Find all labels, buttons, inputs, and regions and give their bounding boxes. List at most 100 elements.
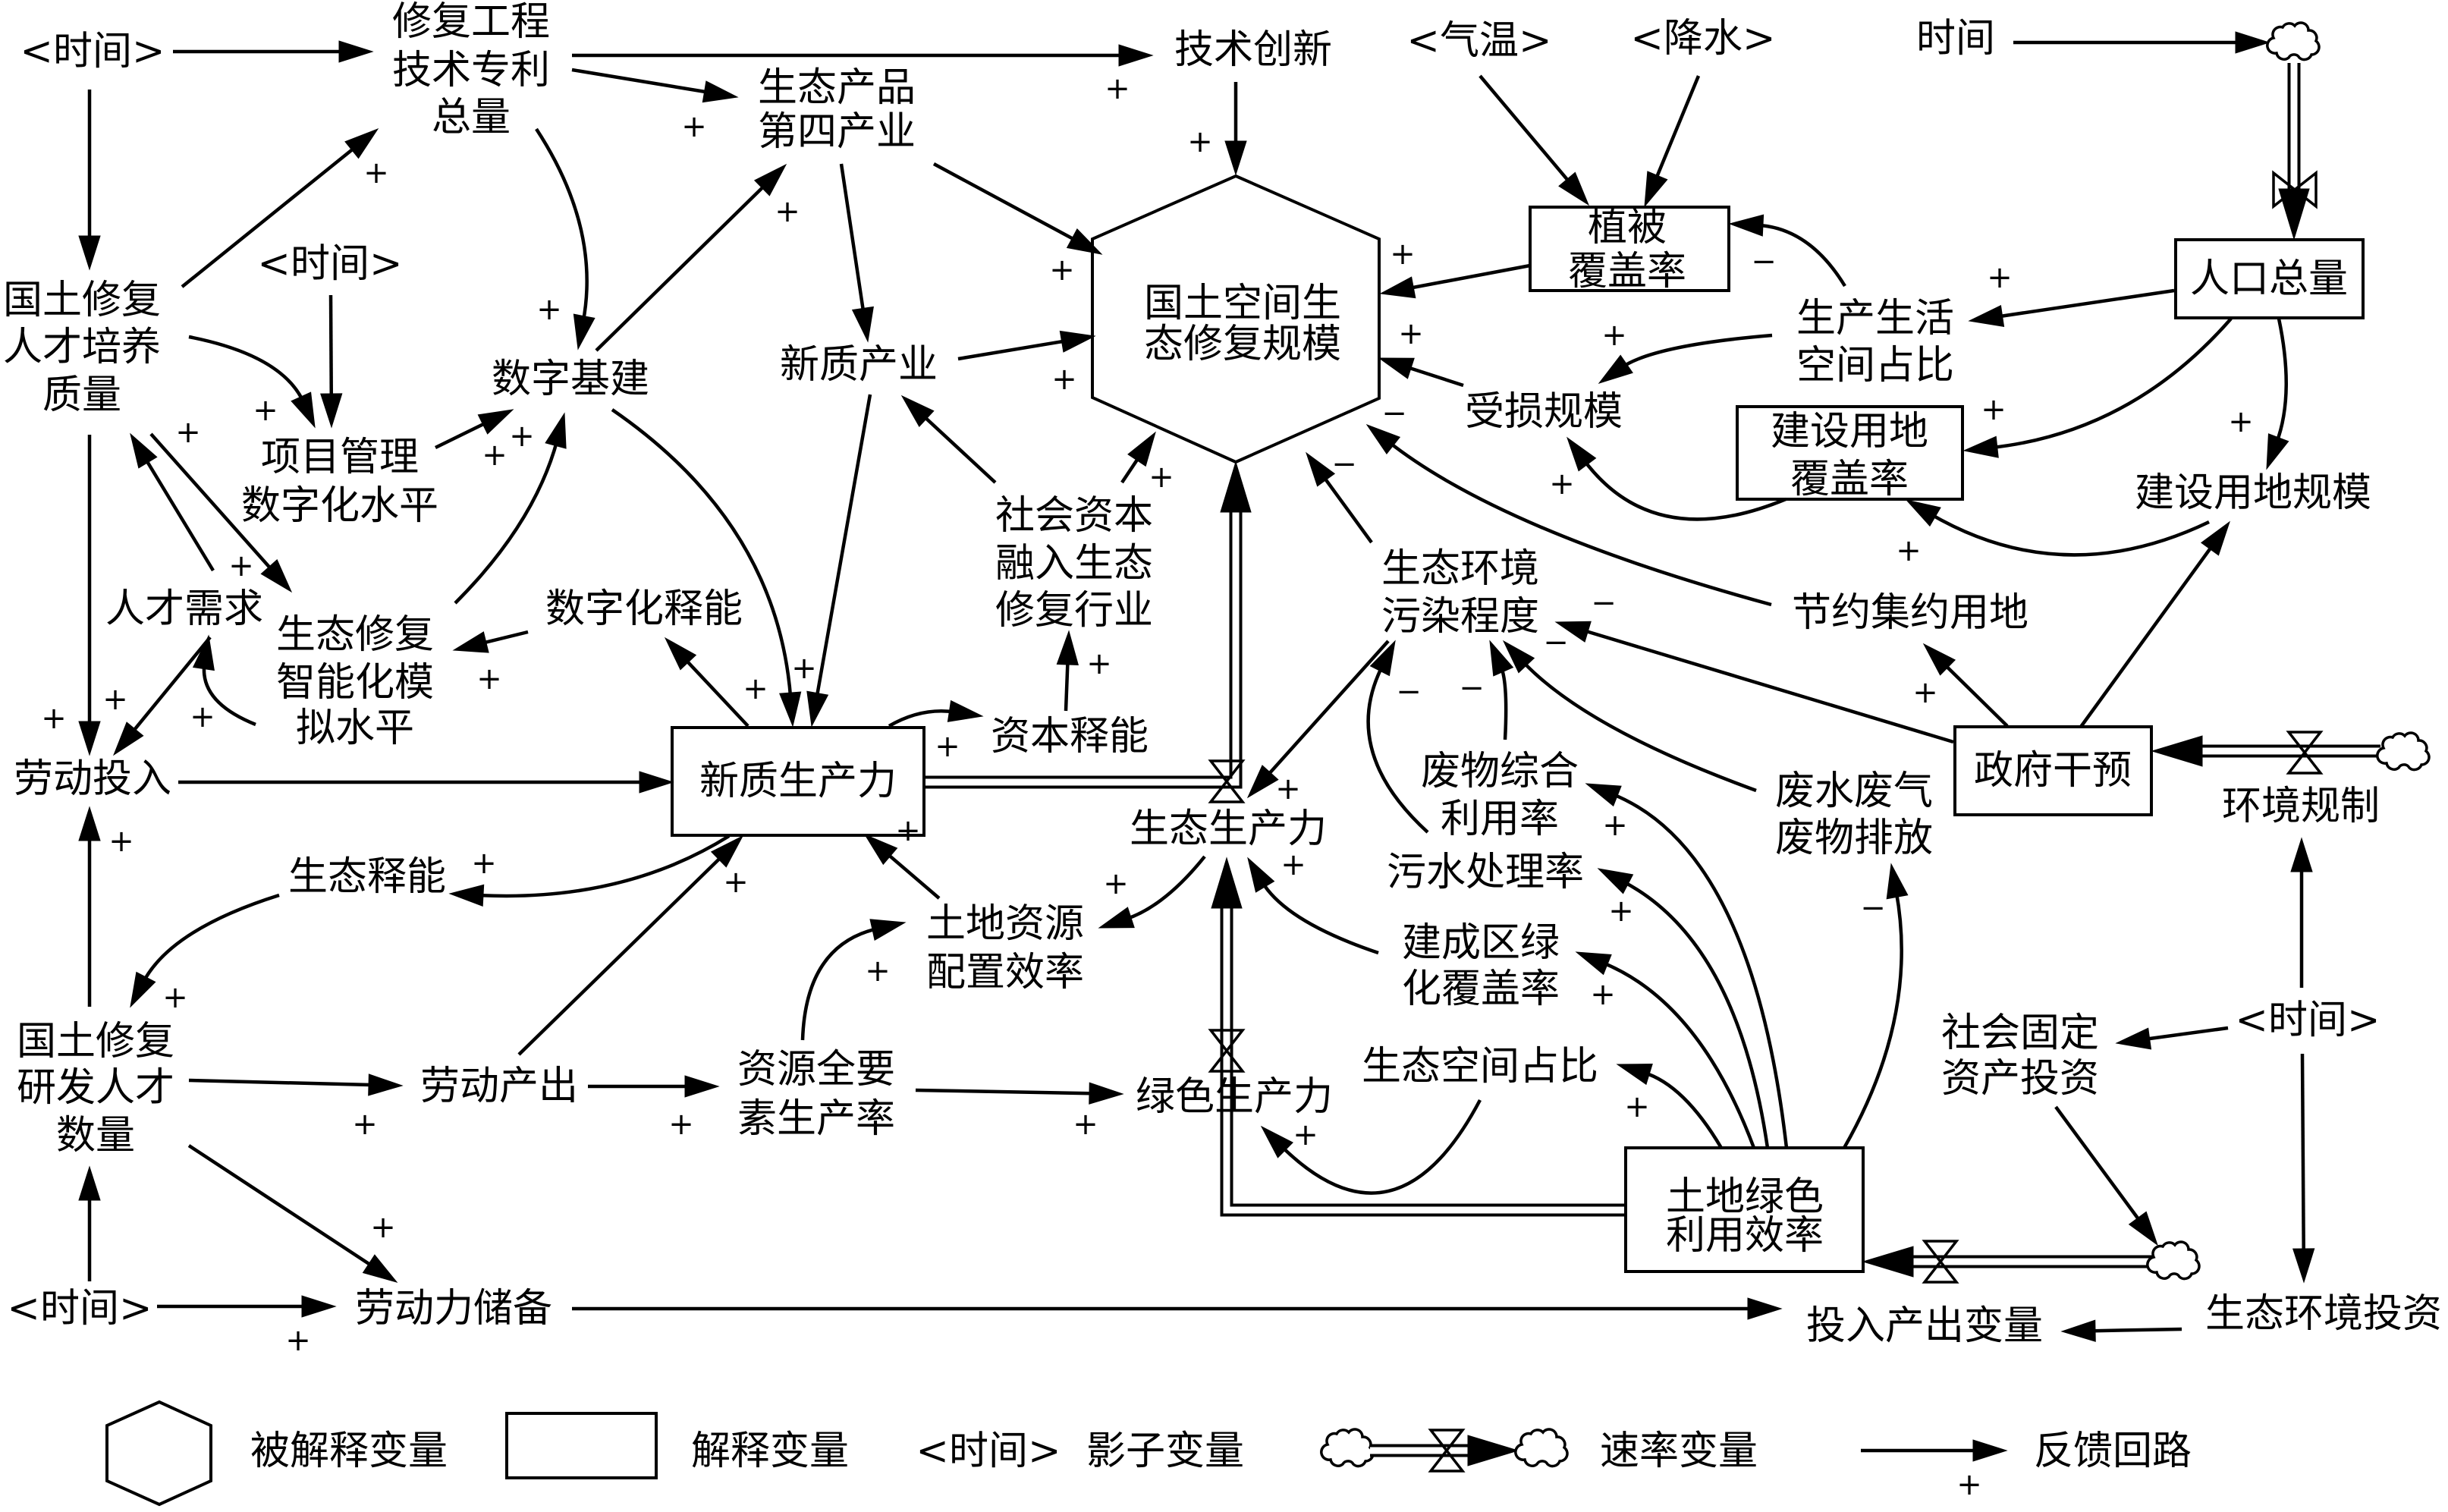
arrowhead-icon (1365, 423, 1401, 455)
variable-gov: 政府干预 (1953, 725, 2153, 816)
link-t4-to-laborres (157, 1295, 337, 1318)
arrowhead-icon (1905, 499, 1941, 527)
link-line (1479, 74, 1573, 185)
variable-label: 投入产出变量 (1806, 1303, 2043, 1349)
link-line (1621, 879, 1770, 1149)
variable-ecospace: 生态空间占比 (1362, 1044, 1598, 1089)
legend-cloud-icon (1320, 1428, 1375, 1468)
legend-polarity-sign: + (1956, 1467, 1982, 1502)
link-line (888, 709, 956, 728)
valve-icon (1208, 759, 1246, 803)
arrowhead-icon (1597, 868, 1634, 894)
link-line (920, 413, 997, 484)
variable-label: 生态空间占比 (1362, 1044, 1598, 1089)
legend-cloud-icon (1514, 1428, 1569, 1468)
link-line (1064, 658, 1070, 712)
link-line (454, 439, 559, 605)
variable-landscale: 建设用地规模 (2135, 470, 2371, 516)
polarity-sign: − (1860, 891, 1886, 926)
flow-arrowhead-icon (1211, 857, 1243, 909)
link-techinno-to-target (1224, 82, 1247, 176)
variable-label: 新质生产力 (699, 759, 897, 804)
arrowhead-icon (260, 558, 293, 593)
pipe-gap (1223, 902, 1626, 1214)
valve-icon (2286, 731, 2324, 775)
legend-rate-icon (1320, 1428, 1569, 1473)
stock-box (1624, 1146, 1865, 1273)
arrowhead-icon (1616, 1064, 1653, 1086)
polarity-sign: + (1293, 1117, 1318, 1152)
link-line (2079, 542, 2215, 728)
legend-arrow-line (1861, 1439, 2008, 1462)
variable-label: 修复工程 (392, 0, 550, 45)
polarity-sign: + (471, 846, 497, 881)
link-gov-to-landscale (2079, 520, 2230, 728)
link-prodlife-to-damage (1598, 333, 1773, 384)
link-line (571, 68, 711, 95)
arrowhead-icon (1747, 1297, 1783, 1320)
link-line (1124, 855, 1206, 921)
valve-icon (1208, 1029, 1246, 1073)
arrowhead-icon (2290, 837, 2313, 872)
link-line (1321, 473, 1373, 544)
polarity-sign: + (1896, 533, 1922, 568)
link-landgreen-to-emission (1843, 863, 1909, 1149)
polarity-sign: + (1051, 362, 1077, 397)
legend-rate-label: 速率变量 (1600, 1429, 1758, 1474)
arrowhead-icon (1066, 228, 1103, 255)
polarity-sign: − (1751, 244, 1777, 279)
link-ecopf-to-landalloc (1098, 855, 1206, 929)
link-temp-to-veg (1479, 74, 1590, 206)
arrowhead-icon (1598, 354, 1633, 384)
variable-label: 数字基建 (492, 357, 649, 402)
link-ecosmart-to-digital (454, 412, 567, 605)
variable-damage: 受损规模 (1465, 389, 1623, 435)
link-talentdemand-to-labor (112, 636, 212, 756)
polarity-sign: + (1608, 894, 1634, 929)
link-line (2143, 1026, 2229, 1042)
arrowhead-icon (1378, 357, 1415, 379)
variable-label: 废水废气 (1775, 769, 1933, 814)
link-pollution-to-ecopf (1246, 640, 1390, 799)
variable-label: 技术专利 (392, 48, 550, 93)
variable-label: 质量 (42, 372, 121, 418)
polarity-sign: + (1590, 977, 1616, 1012)
link-emission-to-pollution (1502, 640, 1757, 793)
link-line (1581, 628, 1954, 744)
arrowhead-icon (1306, 451, 1336, 487)
link-line (1404, 364, 1464, 388)
polarity-sign: + (363, 156, 389, 190)
link-line (815, 394, 872, 699)
variable-label: 建设用地 (1771, 409, 1928, 454)
polarity-sign: + (1987, 260, 2013, 295)
variable-label: 配置效率 (926, 950, 1084, 995)
variable-label: 数量 (56, 1113, 135, 1158)
arrowhead-icon (2060, 1319, 2096, 1342)
polarity-sign: + (743, 671, 768, 706)
variable-label: <气温> (1406, 18, 1551, 64)
polarity-sign: + (536, 292, 562, 327)
arrowhead-icon (2200, 520, 2230, 556)
arrowhead-icon (452, 631, 489, 653)
arrowhead-icon (1056, 630, 1079, 666)
arrowhead-icon (320, 393, 343, 429)
stock-box (2174, 238, 2365, 319)
arrowhead-icon (1489, 640, 1514, 677)
flow-pop-source-cloud-to-pop (2266, 21, 2321, 240)
variable-label: 时间 (1916, 16, 1995, 61)
link-line (1582, 458, 1787, 521)
polarity-sign: + (370, 1210, 396, 1245)
variable-label: 政府干预 (1974, 748, 2132, 794)
link-line (1991, 317, 2233, 450)
variable-label: 覆盖率 (1568, 249, 1686, 294)
polarity-sign: + (228, 549, 254, 583)
flow-nqpf-to-target (924, 461, 1252, 803)
polarity-sign: + (352, 1107, 378, 1142)
variable-label: 资本释能 (991, 714, 1149, 759)
